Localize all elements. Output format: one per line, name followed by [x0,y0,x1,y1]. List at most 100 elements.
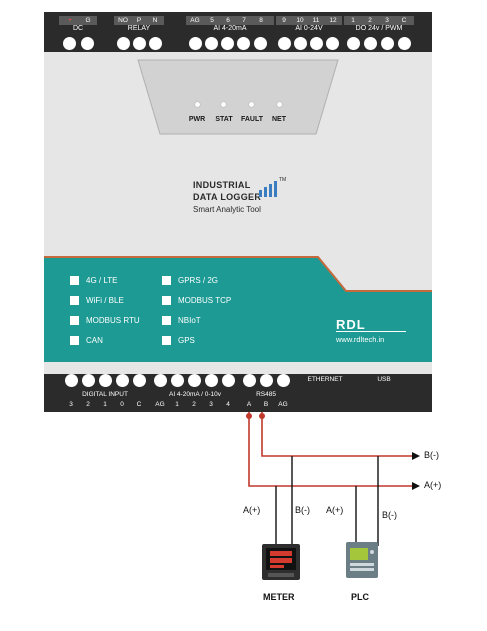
terminal-screw [347,37,360,50]
logo-line-2: DATA LOGGER [193,192,262,202]
do-3-terminal: 3 [385,17,389,24]
ai-3-terminal: 3 [209,401,213,408]
ai-bottom-label: AI 4-20mA / 0-10v [168,391,222,398]
di-0-terminal: 0 [120,401,124,408]
panel-accent-line [44,256,432,292]
rs485-b-terminal: B [263,401,269,408]
do-c-terminal: C [401,17,407,24]
terminal-screw [260,374,273,387]
terminal-screw [116,374,129,387]
bus-b-wire [261,412,412,457]
relay-no-terminal: NO [118,17,128,24]
rs485-a-terminal: A [246,401,252,408]
feature-checkbox [162,296,171,305]
terminal-screw [189,37,202,50]
fault-led-label: FAULT [240,116,264,123]
bus-b-arrow [412,452,420,460]
digital-input-label: DIGITAL INPUT [82,391,128,398]
terminal-screw [149,37,162,50]
plc-device-icon [346,542,378,578]
bus-a-label: A(+) [424,480,442,490]
meter-label: METER [263,592,295,602]
ai420-8-terminal: 8 [259,17,263,24]
ai-1-terminal: 1 [175,401,179,408]
bus-b-label: B(-) [424,450,439,460]
feature-nbiot: NBIoT [178,316,201,325]
meter-b-label: B(-) [295,505,310,515]
terminal-screw [364,37,377,50]
terminal-screw [99,374,112,387]
do-group-label: DO 24v / PWM [355,25,403,32]
pwr-led [195,102,200,107]
terminal-screw [381,37,394,50]
feature-can: CAN [86,336,103,345]
ai024-group-label: AI 0-24V [295,25,323,32]
terminal-screw [205,374,218,387]
ai024-10-terminal: 10 [296,17,304,24]
logo-trademark: TM [279,177,287,183]
terminal-screw [171,374,184,387]
stat-led-label: STAT [215,116,233,123]
meter-a-label: A(+) [243,505,261,515]
rs485-b-terminal-dot [259,413,265,419]
ai024-11-terminal: 11 [312,17,320,24]
di-1-terminal: 1 [103,401,107,408]
plc-a-label: A(+) [326,505,344,515]
feature-wifi-ble: WiFi / BLE [86,296,124,305]
di-c-terminal: C [136,401,142,408]
terminal-screw [117,37,130,50]
bus-a-arrow [412,482,420,490]
ai024-12-terminal: 12 [329,17,337,24]
feature-checkbox [162,276,171,285]
usb-label: USB [377,376,391,383]
feature-checkbox [70,336,79,345]
ai-4-terminal: 4 [226,401,230,408]
terminal-screw [221,37,234,50]
ai420-5-terminal: 5 [210,17,214,24]
terminal-screw [398,37,411,50]
rs485-wiring [248,412,412,487]
terminal-screw [65,374,78,387]
terminal-screw [133,374,146,387]
feature-gps: GPS [178,336,195,345]
net-led [277,102,282,107]
fault-led [249,102,254,107]
relay-n-terminal: N [152,17,158,24]
terminal-screw [154,374,167,387]
brand-name: RDL [336,317,366,332]
rs485-a-terminal-dot [246,413,252,419]
terminal-screw [222,374,235,387]
feature-checkbox [162,316,171,325]
terminal-screw [63,37,76,50]
brand-underline [336,331,406,332]
plc-b-label: B(-) [382,510,397,520]
ai420-ag-terminal: AG [190,17,200,24]
display-bezel [137,59,339,135]
terminal-screw [82,374,95,387]
terminal-screw [310,37,323,50]
relay-group-label: RELAY [127,25,151,32]
do-2-terminal: 2 [368,17,372,24]
ai420-number-bar [186,16,274,25]
ai024-number-bar [276,16,342,25]
feature-4g-lte: 4G / LTE [86,276,118,285]
di-2-terminal: 2 [86,401,90,408]
terminal-screw [81,37,94,50]
plc-label: PLC [351,592,369,602]
terminal-screw [133,37,146,50]
feature-checkbox [162,336,171,345]
logo-line-1: INDUSTRIAL [193,180,251,190]
ai420-7-terminal: 7 [242,17,246,24]
di-3-terminal: 3 [69,401,73,408]
feature-modbus-tcp: MODBUS TCP [178,296,232,305]
relay-p-terminal: P [136,17,142,24]
relay-number-bar [114,16,164,25]
ethernet-label: ETHERNET [307,376,343,383]
teal-feature-panel [44,258,432,362]
dc-g-terminal: G [85,17,91,24]
do-number-bar [344,16,414,25]
ai-ag-terminal: AG [155,401,165,408]
feature-gprs-2g: GPRS / 2G [178,276,219,285]
terminal-screw [254,37,267,50]
logo-bars-icon [259,181,277,197]
